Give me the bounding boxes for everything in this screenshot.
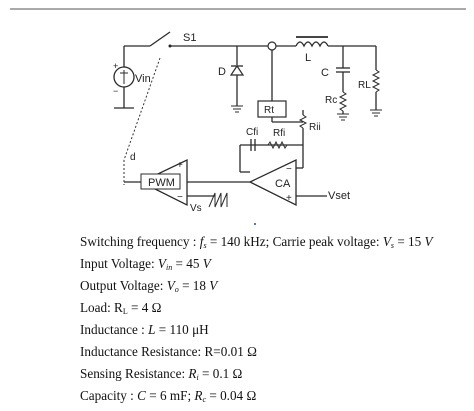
svg-text:Cfi: Cfi (246, 127, 258, 138)
param-sensing-resistance: Sensing Resistance: Ri = 0.1 Ω (80, 366, 243, 382)
svg-text:L: L (305, 52, 311, 64)
svg-text:Rii: Rii (309, 122, 321, 133)
switch-s1: S1 (149, 31, 196, 48)
pwm-comparator: PWM + − (139, 158, 188, 207)
svg-text:−: − (177, 192, 183, 203)
svg-text:Rc: Rc (325, 95, 337, 106)
svg-text:PWM: PWM (148, 177, 175, 189)
current-amplifier-ca: CA − + (248, 158, 297, 207)
param-capacity: Capacity : C = 6 mF; Rc = 0.04 Ω (80, 388, 257, 404)
svg-text:+: + (286, 193, 292, 204)
svg-text:CA: CA (275, 178, 291, 190)
svg-text:+: + (113, 61, 118, 71)
svg-text:S1: S1 (183, 32, 196, 44)
diode-d: D (218, 46, 245, 113)
load-resistor-rl: RL (358, 46, 382, 117)
sense-resistor-rt: Rt (257, 100, 287, 118)
sawtooth-vs: Vs (190, 192, 228, 214)
svg-text:RL: RL (358, 80, 371, 91)
svg-text:Rt: Rt (264, 105, 274, 116)
svg-text:C: C (321, 67, 329, 79)
param-switching: Switching frequency : fs = 140 kHz; Carr… (80, 234, 433, 250)
voltage-source-vin: + − Vin (113, 61, 151, 96)
svg-text:Vs: Vs (190, 203, 202, 214)
param-load: Load: RL = 4 Ω (80, 300, 162, 316)
compensation-res-rfi: Rfi (267, 128, 288, 150)
param-inductance: Inductance : L = 110 μH (80, 322, 209, 337)
inductor-l: L (295, 36, 329, 64)
param-inductance-resistance: Inductance Resistance: R=0.01 Ω (80, 344, 257, 359)
svg-text:−: − (113, 86, 118, 96)
sense-node (267, 41, 277, 51)
svg-text:Rfi: Rfi (273, 128, 285, 139)
current-sense-resistor-rii: Rii (298, 110, 321, 145)
circuit-schematic: + − Vin S1 d D Rt L (10, 8, 466, 225)
svg-text:D: D (218, 66, 226, 78)
compensation-cap-cfi: Cfi (246, 127, 258, 151)
param-input-voltage: Input Voltage: Vin = 45 V (80, 256, 211, 272)
capacitor-esr-rc: Rc (325, 91, 349, 121)
svg-text:−: − (286, 164, 292, 175)
param-output-voltage: Output Voltage: Vo = 18 V (80, 278, 218, 294)
reference-vset: Vset (328, 190, 350, 202)
svg-text:+: + (177, 160, 183, 171)
parameter-list: Switching frequency : fs = 140 kHz; Carr… (80, 231, 470, 407)
svg-text:Vin: Vin (135, 73, 151, 85)
output-capacitor: C (321, 46, 350, 92)
svg-text:d: d (130, 152, 136, 163)
